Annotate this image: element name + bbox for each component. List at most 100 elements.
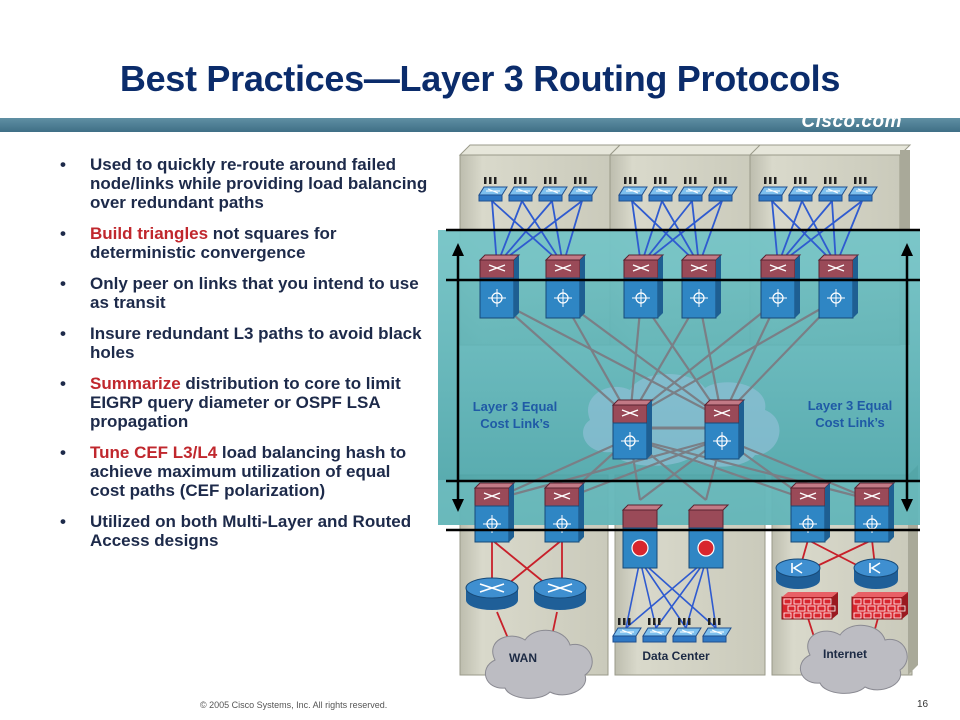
link-layer: [491, 200, 879, 656]
network-link: [631, 200, 642, 266]
network-link: [629, 436, 873, 502]
network-link: [491, 200, 564, 266]
network-link: [496, 200, 523, 266]
bullet-dot: •: [60, 324, 66, 343]
bullet-text: not squares for deterministic convergenc…: [90, 224, 337, 262]
access-switch-icon: [508, 177, 538, 202]
network-link: [777, 200, 833, 266]
bullet-text: load balancing hash to achieve maximum u…: [90, 443, 407, 500]
multilayer-switch-icon: [611, 399, 654, 460]
internet-cloud: [799, 624, 908, 694]
network-link: [491, 200, 498, 266]
network-link: [496, 299, 631, 419]
network-link: [777, 200, 863, 266]
network-link: [640, 200, 663, 266]
bullet-dot: •: [60, 274, 66, 293]
network-link: [771, 200, 779, 266]
right-equal-cost-label-line2: Cost Link’s: [815, 415, 885, 430]
network-link: [640, 200, 723, 266]
network-link: [551, 200, 564, 266]
access-switch-icon: [612, 618, 642, 643]
bullet-highlight: Tune CEF L3/L4: [90, 443, 218, 462]
right-equal-cost-label-line1: Layer 3 Equal: [808, 398, 893, 413]
network-link: [496, 200, 553, 266]
bullet-list: •Used to quickly re-route around failed …: [60, 155, 430, 562]
device-layer: [465, 177, 908, 643]
multilayer-switch-icon: [817, 254, 860, 319]
multilayer-switch-icon: [789, 482, 832, 543]
layer-boundary-lines: [446, 228, 920, 532]
bullet-dot: •: [60, 374, 66, 393]
network-link: [625, 559, 641, 629]
network-link: [835, 200, 863, 266]
network-link: [521, 200, 564, 266]
network-link: [496, 200, 583, 266]
bullet-text: Only peer on links that you intend to us…: [90, 274, 419, 312]
bullet-item: •Utilized on both Multi-Layer and Routed…: [60, 512, 430, 550]
network-link: [640, 299, 723, 419]
multilayer-switch-icon: [622, 254, 665, 319]
access-switch-icon: [648, 177, 678, 202]
header-band: [0, 118, 960, 132]
page-number: 16: [917, 699, 929, 710]
bullet-highlight: Summarize: [90, 374, 181, 393]
firewall-icon: [851, 592, 908, 620]
network-link: [629, 299, 837, 419]
copyright-footer: © 2005 Cisco Systems, Inc. All rights re…: [200, 700, 388, 710]
network-link: [496, 299, 723, 419]
network-link: [629, 299, 700, 419]
network-link: [561, 436, 723, 502]
slide-title: Best Practices—Layer 3 Routing Protocols: [119, 58, 841, 99]
wan-label: WAN: [509, 651, 537, 665]
access-switch-icon: [848, 177, 878, 202]
bullet-dot: •: [60, 224, 66, 243]
access-switch-icon: [702, 618, 732, 643]
access-switch-icon: [642, 618, 672, 643]
access-switch-icon: [568, 177, 598, 202]
router-icon: [465, 577, 519, 610]
multilayer-switch-icon: [543, 482, 586, 543]
bullet-text: distribution to core to limit EIGRP quer…: [90, 374, 401, 431]
access-switch-icon: [708, 177, 738, 202]
network-link: [698, 200, 723, 266]
access-switch-icon: [788, 177, 818, 202]
right-range-arrow: [901, 243, 913, 512]
network-link: [777, 200, 803, 266]
bullet-item: • Only peer on links that you intend to u…: [60, 274, 430, 312]
firewall-icon: [781, 592, 838, 620]
multilayer-switch-icon: [853, 482, 896, 543]
load-balancer-icon: [775, 558, 821, 589]
brand-logo-text: Cisco.com: [801, 111, 902, 132]
network-link: [640, 200, 693, 266]
network-link: [629, 436, 809, 502]
multilayer-switch-icon: [703, 399, 746, 460]
multilayer-switch-icon: [759, 254, 802, 319]
network-link: [721, 436, 873, 502]
bullet-item: • Build triangles not squares for determi…: [60, 224, 430, 262]
datacenter-switch-icon: [687, 504, 730, 569]
bullet-dot: •: [60, 512, 66, 531]
bullet-highlight: Build triangles: [90, 224, 209, 243]
network-link: [491, 436, 723, 502]
network-link: [697, 299, 724, 419]
bullet-item: •Used to quickly re-route around failed …: [60, 155, 430, 212]
access-switch-icon: [538, 177, 568, 202]
network-link: [721, 299, 779, 419]
left-equal-cost-label-line1: Layer 3 Equal: [473, 399, 558, 414]
network-link: [629, 299, 779, 419]
access-switch-icon: [818, 177, 848, 202]
bullet-dot: •: [60, 155, 66, 174]
bullet-text: Insure redundant L3 paths to avoid black…: [90, 324, 422, 362]
network-link: [628, 299, 643, 419]
network-link: [491, 436, 631, 502]
bullet-item: • Summarize distribution to core to limit…: [60, 374, 430, 431]
left-equal-cost-label-line2: Cost Link’s: [480, 416, 550, 431]
network-link: [562, 299, 723, 419]
bullet-item: • Insure redundant L3 paths to avoid blac…: [60, 324, 430, 362]
network-link: [705, 559, 717, 629]
router-icon: [533, 577, 587, 610]
multilayer-switch-icon: [544, 254, 587, 319]
multilayer-switch-icon: [473, 482, 516, 543]
network-link: [691, 200, 700, 266]
